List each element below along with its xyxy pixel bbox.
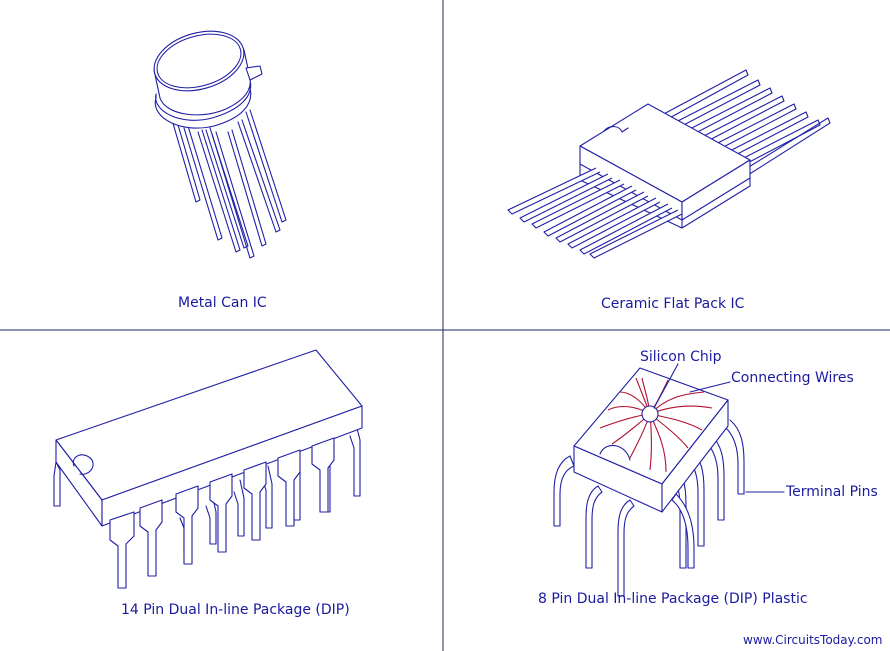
metal-can-ic-drawing [153, 30, 287, 259]
dip14-drawing [53, 349, 363, 589]
dip8-drawing [553, 363, 785, 597]
flat-pack-front-leads [507, 167, 683, 259]
dip14-front-pins [53, 437, 335, 589]
connecting-wires-label: Connecting Wires [731, 370, 854, 386]
connecting-wires-leader [689, 381, 731, 393]
silicon-chip-leader [653, 363, 679, 409]
dip8-caption: 8 Pin Dual In-line Package (DIP) Plastic [538, 591, 808, 607]
dip8-front-pins [553, 455, 695, 597]
flat-pack-back-leads [659, 69, 831, 176]
credit-text: www.CircuitsToday.com [743, 633, 882, 647]
silicon-chip-label: Silicon Chip [640, 349, 722, 365]
terminal-pins-label: Terminal Pins [785, 484, 878, 500]
silicon-chip [641, 405, 659, 423]
metal-can-leads [171, 109, 287, 259]
metal-can-caption: Metal Can IC [178, 295, 267, 311]
ceramic-flat-pack-caption: Ceramic Flat Pack IC [601, 296, 745, 312]
dip14-caption: 14 Pin Dual In-line Package (DIP) [121, 602, 350, 618]
ceramic-flat-pack-drawing [507, 69, 831, 259]
